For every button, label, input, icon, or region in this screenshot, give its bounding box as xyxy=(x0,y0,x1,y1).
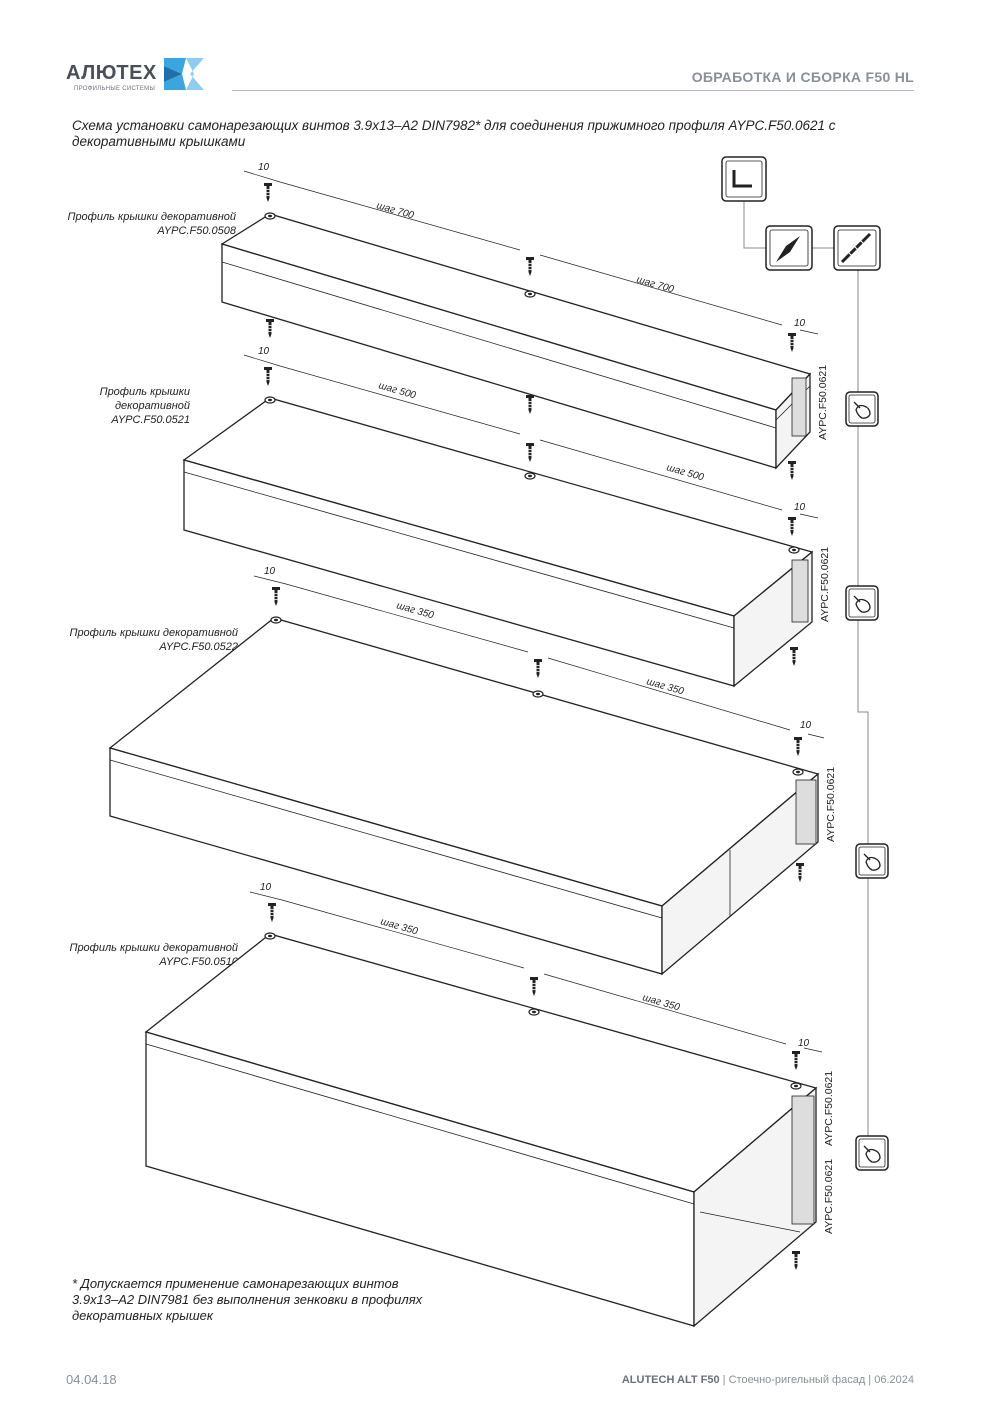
footer-info: ALUTECH ALT F50 | Стоечно-ригельный фаса… xyxy=(622,1374,914,1386)
diagram-caption: Схема установки самонарезающих винтов 3.… xyxy=(72,118,836,149)
hand-press-icon xyxy=(845,391,879,427)
dim-pitch-3b: шаг 350 xyxy=(645,676,685,697)
brand-logo-icon xyxy=(164,58,204,90)
dim-edge-1a: 10 xyxy=(258,162,270,173)
pressure-profile-label-2: AYPC.F50.0621 xyxy=(819,547,831,622)
dim-edge-4a: 10 xyxy=(260,882,272,893)
countersink-icon xyxy=(765,225,813,271)
header-divider xyxy=(232,90,914,91)
pressure-profile-label-4b: AYPC.F50.0621 xyxy=(823,1159,835,1234)
footer-separator-1: | xyxy=(719,1374,729,1386)
brand-logo-text: АЛЮТЕХ xyxy=(66,62,157,84)
footer-description: Стоечно-ригельный фасад xyxy=(728,1374,866,1386)
dim-pitch-3a: шаг 350 xyxy=(395,600,435,621)
dim-edge-3b: 10 xyxy=(800,720,812,731)
profile-body-1 xyxy=(220,213,812,470)
profile-label-4: Профиль крышки декоративной AYPC.F50.051… xyxy=(69,942,238,968)
brand-tagline: ПРОФИЛЬНЫЕ СИСТЕМЫ xyxy=(74,86,156,92)
footer-separator-2: | xyxy=(865,1374,875,1386)
header-title: ОБРАБОТКА И СБОРКА F50 HL xyxy=(691,69,914,85)
hex-key-icon xyxy=(721,156,767,202)
document-date: 04.04.18 xyxy=(66,1372,117,1387)
dim-pitch-2b: шаг 500 xyxy=(665,462,705,483)
hand-press-icon xyxy=(855,843,889,879)
footer-product: ALUTECH ALT F50 xyxy=(621,1374,720,1386)
dim-pitch-4a: шаг 350 xyxy=(379,916,419,937)
dim-pitch-1a: шаг 700 xyxy=(375,200,415,221)
profile-label-2: Профиль крышки декоративной AYPC.F50.052… xyxy=(99,386,190,426)
dim-edge-3a: 10 xyxy=(264,566,276,577)
hand-press-icon xyxy=(845,585,879,621)
dim-pitch-1b: шаг 700 xyxy=(635,274,675,295)
profile-label-1: Профиль крышки декоративной AYPC.F50.050… xyxy=(67,211,236,237)
footer-edition: 06.2024 xyxy=(874,1374,914,1386)
dimension-lines xyxy=(243,170,825,1053)
pressure-profile-label-1: AYPC.F50.0621 xyxy=(817,365,829,440)
footnote: * Допускается применение самонарезающих … xyxy=(72,1276,423,1323)
profile-body-2 xyxy=(182,397,814,688)
dim-edge-2a: 10 xyxy=(258,346,270,357)
dim-edge-4b: 10 xyxy=(798,1038,810,1049)
dim-edge-1b: 10 xyxy=(794,318,806,329)
hand-press-icon xyxy=(855,1135,889,1171)
pressure-profile-label-4a: AYPC.F50.0621 xyxy=(823,1071,835,1146)
dim-pitch-2a: шаг 500 xyxy=(377,380,417,401)
dim-pitch-4b: шаг 350 xyxy=(641,992,681,1013)
profile-body-3 xyxy=(108,617,820,976)
drill-icon xyxy=(833,225,881,271)
profile-body-4 xyxy=(144,933,818,1328)
pressure-profile-label-3: AYPC.F50.0621 xyxy=(825,767,837,842)
dim-edge-2b: 10 xyxy=(794,502,806,513)
profile-label-3: Профиль крышки декоративной AYPC.F50.052… xyxy=(69,627,238,653)
